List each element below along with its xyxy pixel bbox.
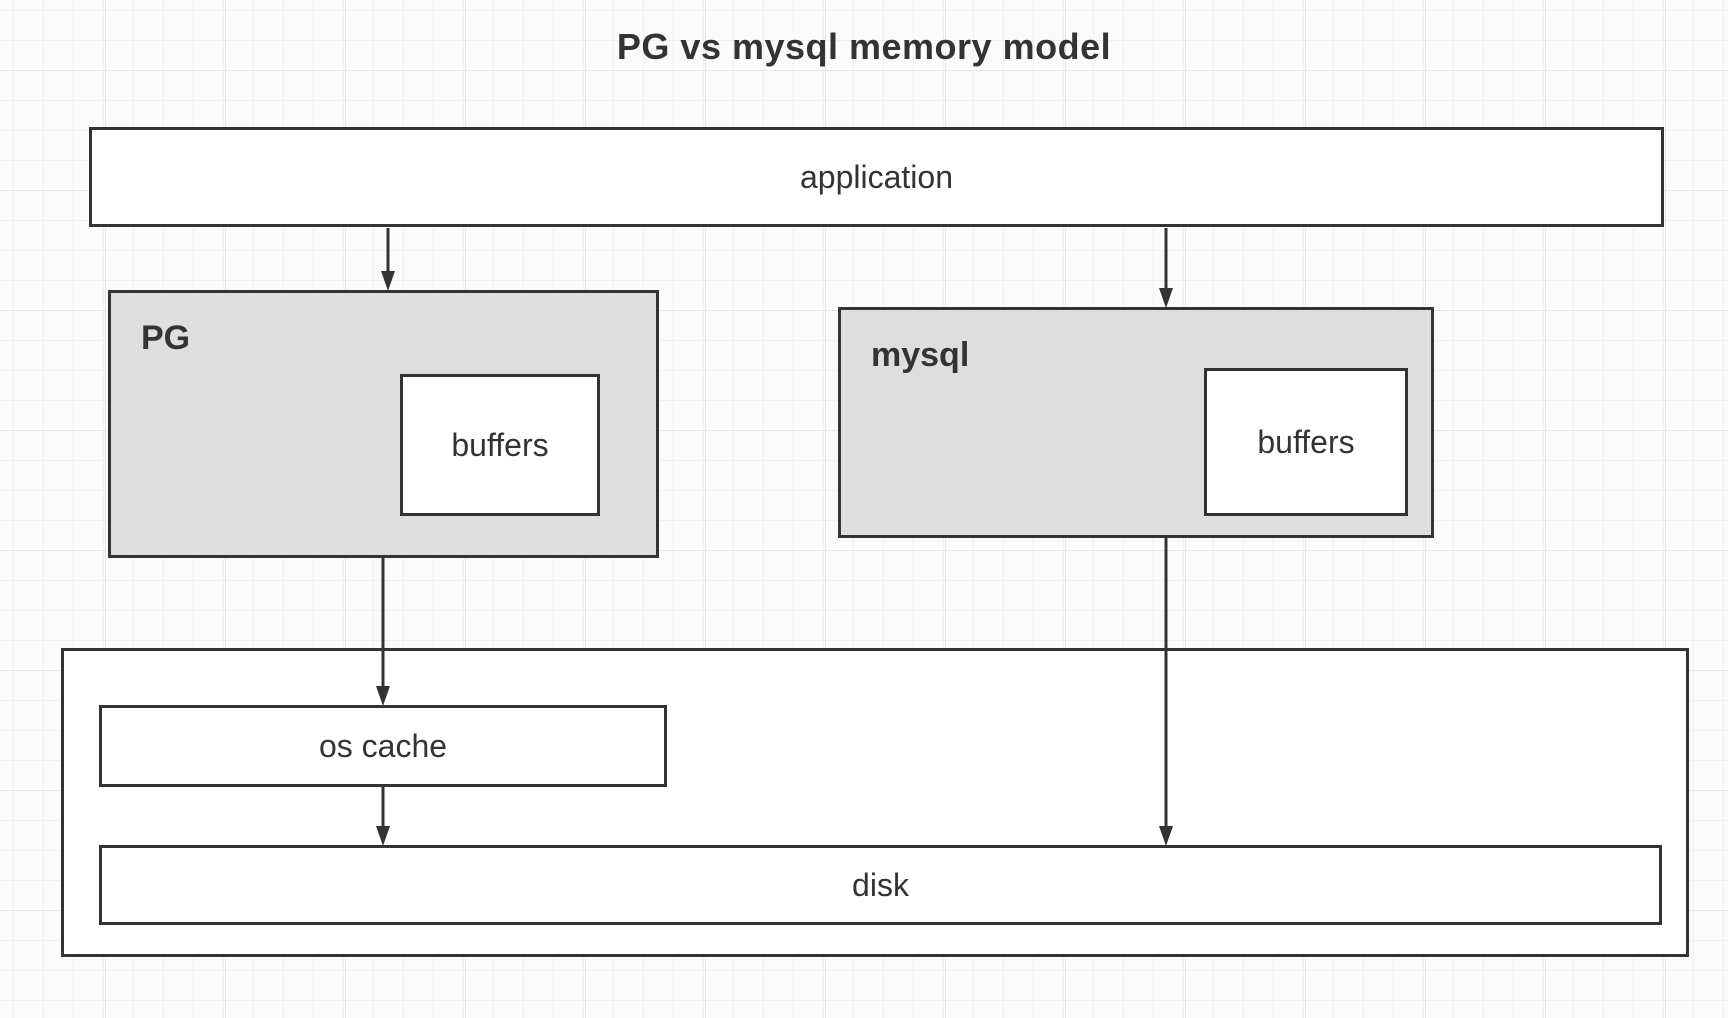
node-disk-label: disk [852,866,909,903]
node-pg-buffers: buffers [400,374,600,516]
node-application: application [89,127,1664,227]
edge-application-to-pg [381,228,395,291]
node-mysql-buffers: buffers [1204,368,1408,516]
node-pg-buffers-label: buffers [451,426,549,463]
node-pg-label: PG [141,319,191,357]
node-mysql-buffers-label: buffers [1257,423,1355,460]
edge-application-to-mysql [1159,228,1173,308]
diagram-title: PG vs mysql memory model [616,26,1112,67]
node-disk: disk [99,845,1662,925]
node-application-label: application [800,158,953,195]
node-mysql-label: mysql [871,336,970,374]
node-os-cache: os cache [99,705,667,787]
node-os-cache-label: os cache [318,727,448,764]
